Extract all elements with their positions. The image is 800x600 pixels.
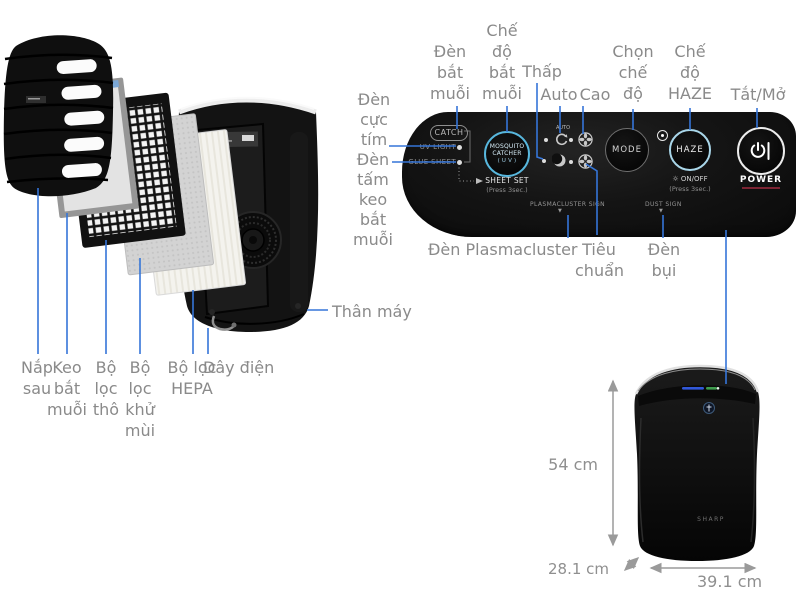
fan-high-indicator-dot (569, 138, 573, 142)
light-strip (682, 387, 720, 390)
sleep-mode-moon-icon (552, 153, 566, 167)
triangle-down-icon: ▼ (558, 208, 562, 214)
glue-sheet-label: GLUE SHEET (408, 158, 456, 166)
power-button (737, 127, 785, 175)
uv-light-indicator-dot (457, 145, 462, 150)
auto-small-label: AUTO (555, 125, 571, 131)
mode-button-label: MODE (612, 145, 642, 155)
mosquito-button-line1: MOSQUITO (489, 142, 525, 150)
callout-nap-sau: Nắp sau (21, 358, 53, 398)
fan-high-icon (578, 132, 593, 147)
sleep-indicator-dot (542, 159, 546, 163)
callout-den-bui: Đèn bụi (647, 240, 681, 280)
plasmacluster-sign-label: PLASMACLUSTER SIGN (530, 201, 606, 208)
callout-bo-loc-hepa: Bộ lọc HEPA (167, 358, 217, 398)
plasmacluster-badge-icon (703, 402, 715, 414)
mode-button: MODE (605, 128, 649, 172)
haze-button-label: HAZE (676, 145, 704, 155)
mosquito-catcher-button: MOSQUITO CATCHER ( U V ) (484, 131, 530, 177)
mosquito-button-line3: ( U V ) (497, 157, 517, 164)
callout-che-do-haze: Chế độ HAZE (667, 42, 713, 103)
power-underline (742, 187, 780, 189)
callout-keo-bat-muoi: Keo bắt muỗi (47, 358, 87, 419)
power-cord-image (211, 315, 237, 331)
control-panel-image: CATCH UV LIGHT GLUE SHEET MOSQUITO CATCH… (402, 112, 796, 237)
back-cover-image (3, 35, 114, 197)
product-front-image: SHARP (634, 364, 760, 561)
catch-label: CATCH (430, 125, 468, 141)
callout-den-cuc-tim: Đèn cực tím (357, 90, 391, 149)
haze-onoff-label: ☼ ON/OFF (672, 175, 708, 183)
haze-button: HAZE (669, 129, 711, 171)
sun-icon: ☼ (672, 175, 679, 183)
callout-che-do-bat-muoi: Chế độ bắt muỗi (482, 21, 522, 103)
callout-bo-loc-tho: Bộ lọc thô (92, 358, 120, 419)
callout-bo-loc-khu-mui: Bộ lọc khử mùi (124, 358, 156, 440)
dimension-width: 39.1 cm (697, 572, 763, 591)
callout-tieu-chuan: Tiêu chuẩn (575, 240, 625, 280)
dust-sign-label: DUST SIGN (645, 201, 682, 208)
callout-chon-che-do: Chọn chế độ (612, 42, 654, 103)
dimension-depth: 28.1 cm (548, 560, 610, 578)
glue-sheet-indicator-dot (457, 160, 462, 165)
exploded-view-illustration (3, 35, 319, 332)
haze-note: (Press 3sec.) (669, 185, 711, 193)
power-label: POWER (739, 175, 783, 185)
fan-standard-icon (578, 154, 593, 169)
fan-standard-indicator-dot (569, 160, 573, 164)
brand-logo: SHARP (697, 516, 725, 523)
uv-light-label: UV LIGHT (419, 143, 456, 151)
callout-den-plasmacluster: Đèn Plasmacluster (428, 240, 578, 259)
dimension-height: 54 cm (548, 455, 598, 474)
callout-day-dien: Dây điện (203, 358, 275, 377)
sheet-set-label: SHEET SET (485, 176, 529, 185)
auto-indicator-dot (544, 138, 548, 142)
callout-than-may: Thân máy (332, 302, 412, 321)
indicator-light-icon (657, 130, 668, 141)
callout-tat-mo: Tắt/Mở (730, 85, 786, 104)
triangle-down-icon: ▼ (659, 208, 663, 214)
sheet-set-note: (Press 3sec.) (486, 186, 528, 194)
callout-cao: Cao (579, 85, 611, 104)
power-icon (750, 142, 770, 160)
mosquito-button-line2: CATCHER (492, 150, 522, 158)
callout-thap: Thấp (522, 62, 562, 81)
callout-den-tam-keo-bat-muoi: Đèn tấm keo bắt muỗi (353, 150, 393, 249)
callout-auto: Auto (540, 85, 578, 104)
callout-den-bat-muoi: Đèn bắt muỗi (430, 42, 470, 103)
auto-mode-icon (556, 133, 568, 146)
